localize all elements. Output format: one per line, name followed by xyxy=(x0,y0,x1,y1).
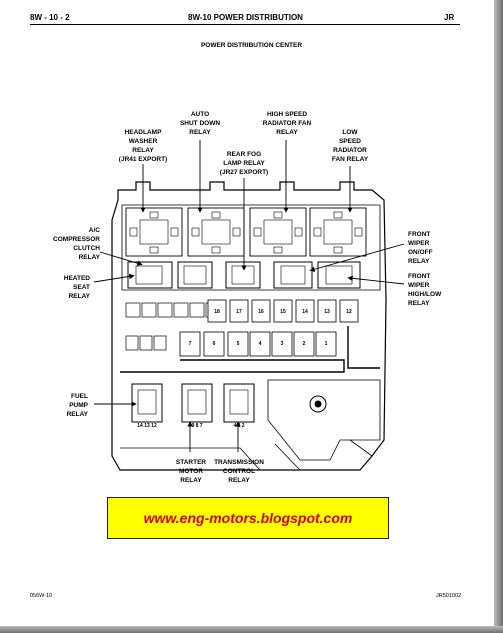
page-edge-shadow-bottom xyxy=(0,626,503,633)
header-rule xyxy=(30,24,460,25)
label-low-speed-radiator-fan-relay: LOW SPEED RADIATOR FAN RELAY xyxy=(331,129,369,163)
fuse-number: 3 xyxy=(280,341,284,347)
model-code: JR xyxy=(444,13,455,22)
mini-fuse-row-lower-left xyxy=(125,335,167,351)
power-stud xyxy=(309,395,327,413)
label-front-wiper-highlow-relay: FRONT WIPER HIGH/LOW RELAY xyxy=(408,273,442,307)
pin-label: 14 13 12 xyxy=(137,423,157,429)
label-headlamp-washer-relay: HEADLAMP WASHER RELAY (JR41 EXPORT) xyxy=(118,129,168,163)
label-front-wiper-onoff-relay: FRONT WIPER ON/OFF RELAY xyxy=(408,231,433,265)
mini-fuse-row-left xyxy=(125,302,221,318)
label-auto-shut-down-relay: AUTO SHUT DOWN RELAY xyxy=(179,111,221,136)
fuse-number: 7 xyxy=(188,341,192,347)
fuse-number: 17 xyxy=(236,309,242,315)
pin-label: 4 3 2 xyxy=(233,423,245,429)
fuse-number: 15 xyxy=(280,309,286,315)
fuse-row-upper xyxy=(207,299,359,323)
leader-arrows xyxy=(93,140,405,452)
label-fuel-pump-relay: FUEL PUMP RELAY xyxy=(66,393,88,418)
fuse-number: 5 xyxy=(236,341,240,347)
diagram-subtitle: POWER DISTRIBUTION CENTER xyxy=(200,42,303,49)
label-high-speed-radiator-fan-relay: HIGH SPEED RADIATOR FAN RELAY xyxy=(262,111,312,136)
website-banner: www.eng-motors.blogspot.com xyxy=(107,497,389,539)
fuse-number: 14 xyxy=(302,309,308,315)
fuse-number: 2 xyxy=(302,341,306,347)
fuse-number: 4 xyxy=(258,341,262,347)
section-title: 8W-10 POWER DISTRIBUTION xyxy=(188,13,303,22)
lower-relays xyxy=(131,383,255,423)
pin-label: 9 8 7 xyxy=(191,423,203,429)
fuse-number: 16 xyxy=(258,309,264,315)
label-heated-seat-relay: HEATED SEAT RELAY xyxy=(63,275,90,300)
footer-right-code: JR501002 xyxy=(436,593,462,599)
page-code: 8W - 10 - 2 xyxy=(30,13,70,22)
label-ac-compressor-clutch-relay: A/C COMPRESSOR CLUTCH RELAY xyxy=(53,227,100,261)
fuse-number: 12 xyxy=(346,309,352,315)
pdc-housing xyxy=(111,181,387,471)
fuse-number: 13 xyxy=(324,309,330,315)
label-transmission-control-relay: TRANSMISSION CONTROL RELAY xyxy=(214,459,264,484)
page-edge-shadow-right xyxy=(494,0,503,633)
upper-relay-row xyxy=(125,207,367,257)
micro-relay-row xyxy=(127,261,361,289)
fuse-number: 18 xyxy=(214,309,220,315)
fuse-row-lower xyxy=(179,331,337,357)
label-rear-fog-lamp-relay: REAR FOG LAMP RELAY (JR27 EXPORT) xyxy=(219,151,269,176)
banner-text: www.eng-motors.blogspot.com xyxy=(143,510,353,526)
fuse-number: 1 xyxy=(324,341,328,347)
bus-bar xyxy=(120,326,380,373)
footer-left-code: 056W-10 xyxy=(30,593,53,599)
fuse-number: 6 xyxy=(212,341,216,347)
label-starter-motor-relay: STARTER MOTOR RELAY xyxy=(175,459,207,484)
